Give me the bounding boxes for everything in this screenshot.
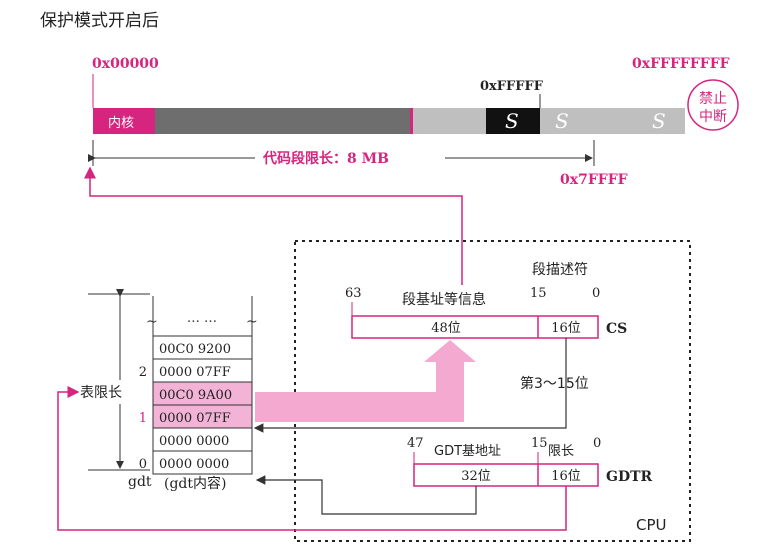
cpu-boundary: [294, 240, 691, 542]
gdt-row-value: 0000 07FF: [159, 411, 231, 426]
gdtr-bit47: 47: [407, 436, 424, 451]
cs-right-cell: 16位: [551, 321, 581, 336]
gdt-content-label: (gdt内容): [164, 475, 226, 492]
cs-descriptor-label: 段描述符: [532, 262, 588, 278]
cs-bit15: 15: [530, 286, 547, 301]
segment-limit-label: 代码段限长：8 MB: [262, 150, 389, 167]
selector-bits-label: 第3～15位: [520, 375, 589, 392]
gdtr-base-label: GDT基地址: [434, 444, 501, 459]
gdt-break-mark: ~: [146, 314, 158, 330]
cs-field-label: 段基址等信息: [402, 291, 486, 308]
gdt-row-value: 0000 0000: [159, 434, 229, 449]
gdt-label: gdt: [128, 474, 152, 490]
descriptor-load-arrow: [255, 340, 476, 422]
selector-index-line: [253, 338, 567, 433]
break-icon: S: [652, 109, 666, 133]
gdt-row-value: 0000 0000: [159, 457, 229, 472]
addr-7ffff-label: 0x7FFFF: [560, 172, 628, 188]
gdt-row-value: 00C0 9200: [159, 342, 231, 357]
diagram-title: 保护模式开启后: [40, 11, 159, 31]
break-icon: S: [505, 109, 519, 133]
addr-end-label: 0xFFFFFFFF: [632, 56, 730, 72]
kernel-label: 内核: [108, 115, 134, 131]
cs-bit63: 63: [345, 286, 362, 301]
black-segment: [486, 108, 540, 134]
gdtr-right-cell: 16位: [551, 469, 581, 484]
gdt-row-index: 2: [139, 365, 147, 380]
gdtr-register: 47 GDT基地址 15 限长 0 32位 16位 GDTR: [407, 436, 653, 487]
addr-ffff-label: 0xFFFFF: [480, 79, 544, 94]
light-segment-1: [413, 108, 486, 134]
gdt-row-cell: [152, 450, 253, 475]
gdt-row-value: 00C0 9A00: [159, 388, 232, 403]
gdt-row-index: 1: [139, 411, 147, 426]
gdt-row-index: 0: [139, 457, 147, 472]
gdt-break-mark: ~: [246, 314, 258, 330]
kernel-segment: [93, 108, 155, 134]
gdt-ellipsis: … …: [187, 311, 217, 326]
cs-name: CS: [606, 321, 627, 337]
code-segment-dark: [155, 108, 412, 134]
cs-bit0: 0: [592, 286, 600, 301]
gdtr-limit-pointer: [57, 386, 567, 531]
memory-bar: 0x00000 0xFFFFFFFF 0xFFFFF 内核 S S S 禁止 中…: [88, 56, 739, 188]
cs-register: 段描述符 63 段基址等信息 15 0 48位 16位 CS: [345, 262, 627, 339]
break-icon: S: [555, 109, 569, 133]
addr-start-label: 0x00000: [92, 56, 159, 72]
light-segment-2: [540, 108, 685, 134]
cs-to-memory-arrow: [84, 166, 463, 285]
gdt-row-value: 0000 07FF: [159, 365, 231, 380]
table-limit-label: 表限长: [80, 385, 122, 401]
gdtr-name: GDTR: [606, 469, 653, 485]
gdtr-bit0: 0: [593, 436, 601, 451]
gdtr-limit-label: 限长: [548, 444, 574, 459]
interrupt-line1: 禁止: [699, 91, 727, 107]
interrupt-disabled-badge: [687, 79, 739, 131]
interrupt-line2: 中断: [699, 109, 727, 125]
cpu-label: CPU: [636, 516, 667, 534]
gdtr-bit15: 15: [531, 436, 548, 451]
gdtr-left-cell: 32位: [461, 469, 491, 484]
gdtr-base-pointer: [255, 475, 477, 515]
cs-left-cell: 48位: [431, 321, 461, 336]
